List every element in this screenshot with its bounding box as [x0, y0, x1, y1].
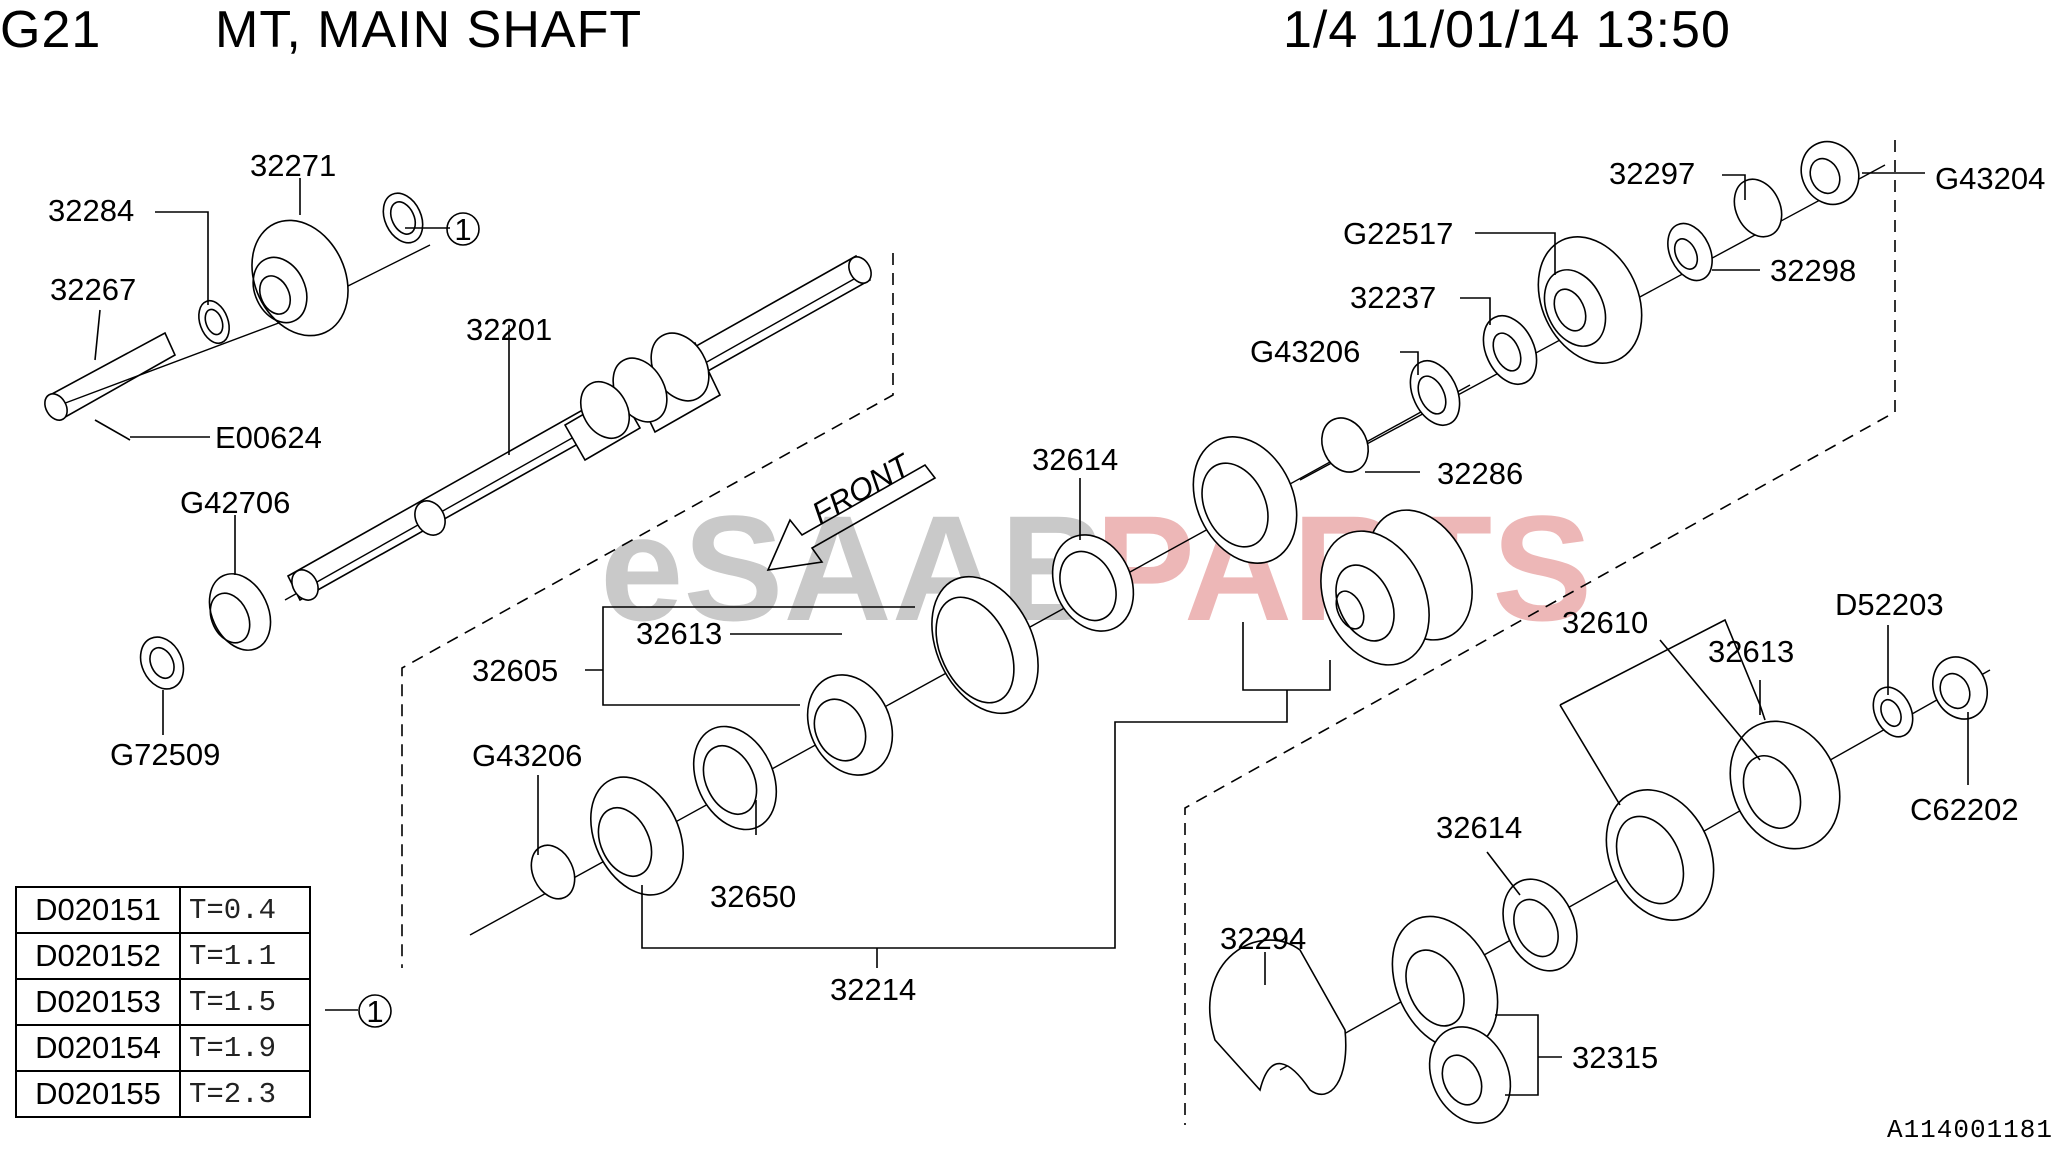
label-E00624: E00624 [215, 420, 322, 455]
callout-circle-top [446, 212, 480, 246]
page-info: 1/4 11/01/14 13:50 [1283, 1, 1731, 59]
label-32201: 32201 [466, 312, 552, 347]
label-32214: 32214 [830, 972, 916, 1007]
part-labels: 32284 32271 32267 32201 E00624 G42706 G7… [48, 148, 2045, 1075]
main-shaft [286, 254, 872, 602]
table-thickness: T=1.1 [179, 932, 311, 980]
center-gear-assembly [530, 417, 1473, 900]
upper-right-parts [1409, 140, 1860, 426]
label-G43206-right: G43206 [1250, 334, 1360, 369]
label-32613-right: 32613 [1708, 634, 1794, 669]
label-32267: 32267 [50, 272, 136, 307]
label-C62202: C62202 [1910, 792, 2019, 827]
table-code: D020151 [15, 886, 181, 934]
table-thickness: T=0.4 [179, 886, 311, 934]
table-code: D020152 [15, 932, 181, 980]
assembly-boundaries [401, 140, 1896, 1125]
lower-right-assembly [1208, 656, 1988, 1124]
label-32614-right: 32614 [1436, 810, 1522, 845]
label-G22517: G22517 [1343, 216, 1453, 251]
table-thickness: T=2.3 [179, 1070, 311, 1118]
label-32298: 32298 [1770, 253, 1856, 288]
table-thickness: T=1.9 [179, 1024, 311, 1072]
label-32614-center: 32614 [1032, 442, 1118, 477]
left-parts [44, 192, 424, 690]
label-G72509: G72509 [110, 737, 220, 772]
label-32605: 32605 [472, 653, 558, 688]
label-32613-center: 32613 [636, 616, 722, 651]
label-G43206-center: G43206 [472, 738, 582, 773]
leader-lines [94, 172, 1969, 1096]
label-32297: 32297 [1609, 156, 1695, 191]
callout-circle-table [358, 994, 392, 1028]
diagram-title: MT, MAIN SHAFT [215, 1, 643, 59]
label-G43204: G43204 [1935, 161, 2045, 196]
label-32610: 32610 [1562, 605, 1648, 640]
label-32237: 32237 [1350, 280, 1436, 315]
label-32284: 32284 [48, 193, 134, 228]
table-code: D020154 [15, 1024, 181, 1072]
callout-text-top: 1 [454, 212, 471, 247]
group-code: G21 [0, 1, 102, 59]
table-code: D020153 [15, 978, 181, 1026]
label-D52203: D52203 [1835, 587, 1944, 622]
label-32271: 32271 [250, 148, 336, 183]
callout-markers: 1 1 [358, 212, 480, 1029]
callout-text-table: 1 [366, 994, 383, 1029]
label-G42706: G42706 [180, 485, 290, 520]
table-code: D020155 [15, 1070, 181, 1118]
drawing-reference: A114001181 [1886, 1115, 2053, 1145]
table-thickness: T=1.5 [179, 978, 311, 1026]
label-32286: 32286 [1437, 456, 1523, 491]
label-32315: 32315 [1572, 1040, 1658, 1075]
label-32294: 32294 [1220, 921, 1306, 956]
label-32650: 32650 [710, 879, 796, 914]
